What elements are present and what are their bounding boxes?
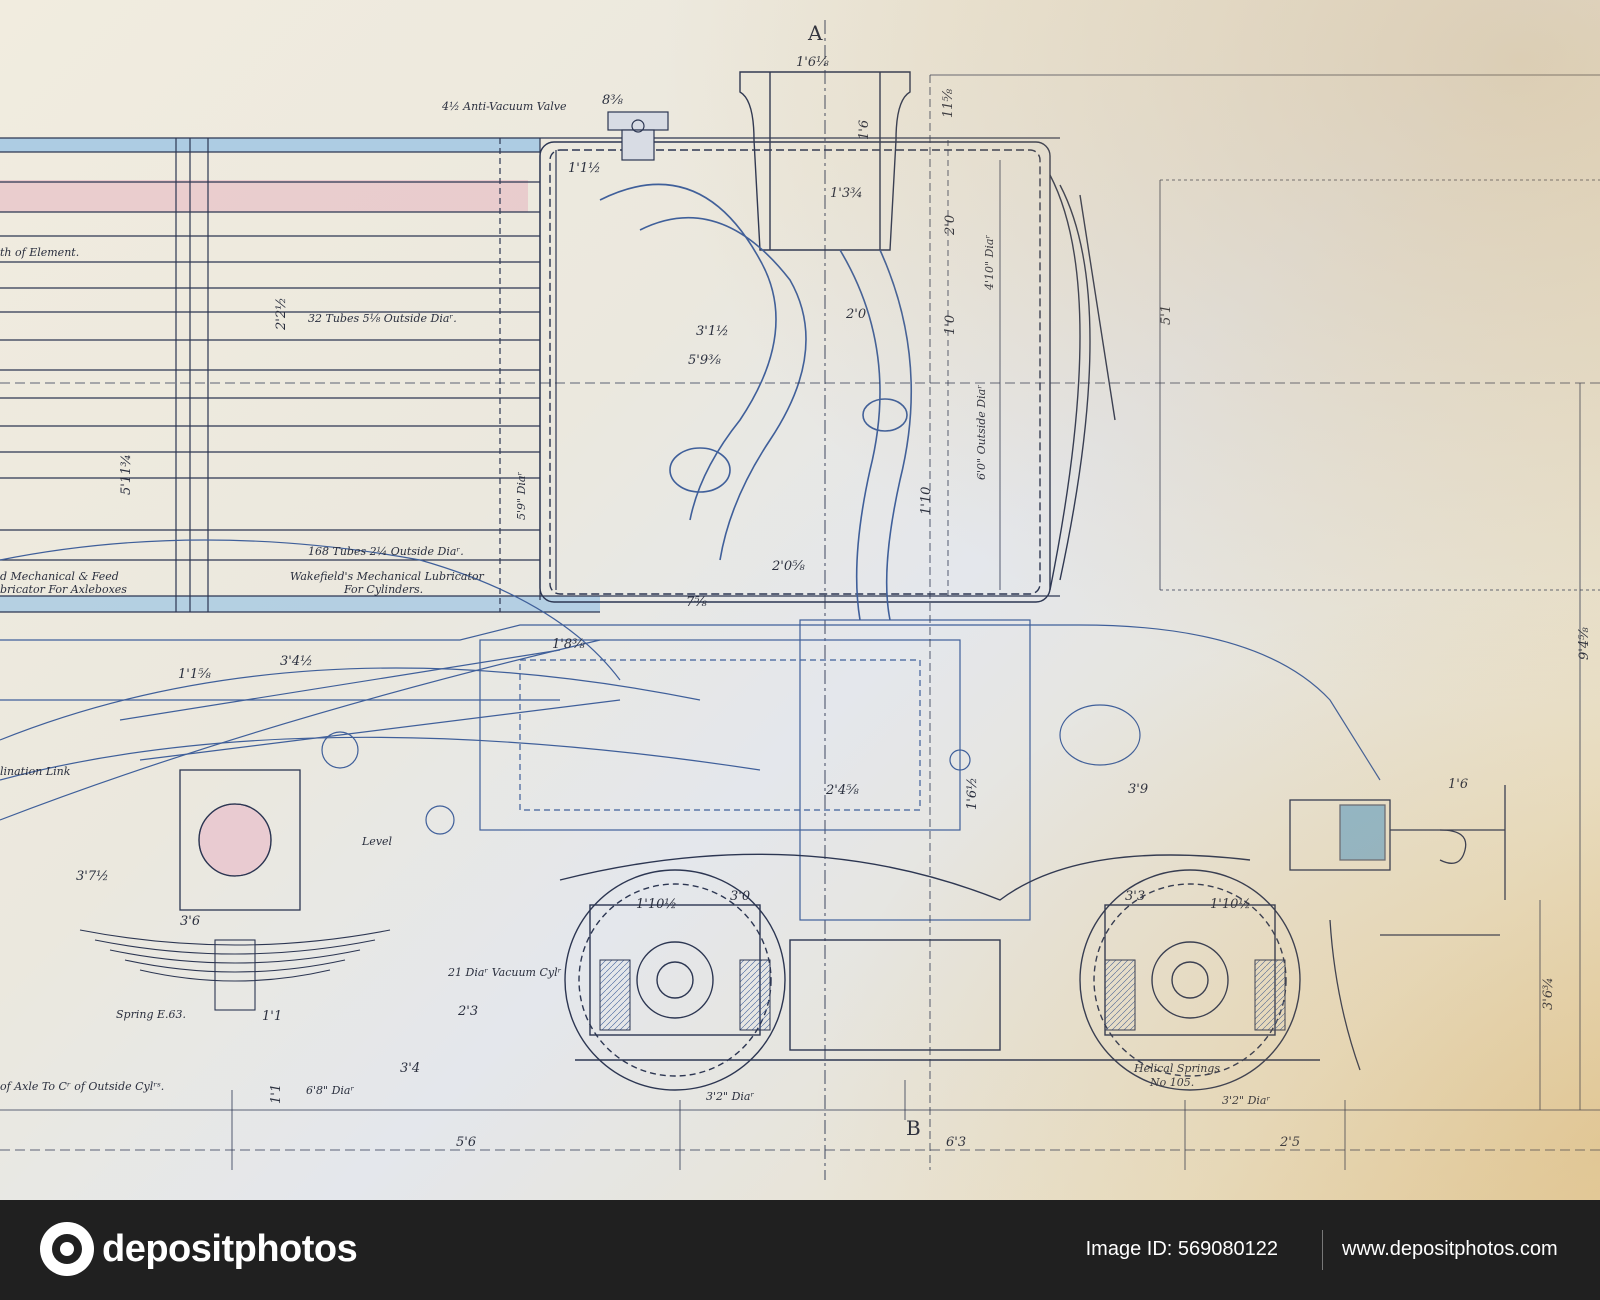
section-a-label: A [807, 21, 823, 45]
depositphotos-logo[interactable]: depositphotos [40, 1222, 358, 1276]
boiler-bottom-tint [0, 596, 600, 612]
dim-6-3: 6'3 [946, 1135, 966, 1150]
boiler-top-tint [0, 138, 540, 152]
dim-5-6: 5'6 [456, 1135, 476, 1150]
dim-1-8: 1'8⅜ [552, 637, 585, 652]
dim-1-10-wheel-b: 1'10½ [1210, 897, 1251, 912]
note-anti-vacuum-valve: 4½ Anti-Vacuum Valve [441, 100, 567, 113]
dim-2-2: 2'2½ [274, 297, 289, 331]
note-tubes-168: 168 Tubes 2¼ Outside Diaʳ. [308, 545, 464, 558]
dim-1-1-2: 1'1½ [568, 161, 601, 176]
note-vacuum-cylinder: 21 Diaʳ Vacuum Cylʳ [447, 966, 562, 979]
dim-1-1-vert: 1'1 [269, 1084, 284, 1104]
laminated-spring [79, 929, 391, 1011]
note-helical-springs-number: No 105. [1149, 1076, 1194, 1089]
smokebox [539, 141, 1116, 603]
dim-1-0: 1'0 [943, 315, 958, 335]
superheater-tint [0, 180, 528, 212]
note-length-of-element: th of Element. [0, 246, 79, 259]
logo-wordmark: depositphotos [102, 1227, 358, 1270]
dim-3-6: 3'6 [180, 914, 200, 929]
axlebox-left [179, 769, 301, 911]
boiler-tubes [0, 137, 1060, 613]
note-mech-lubricator: d Mechanical & Feed [0, 570, 119, 583]
dim-1-3-4: 1'3¾ [830, 186, 863, 201]
dim-3-7: 3'7½ [76, 869, 109, 884]
image-id-text: Image ID: 569080122 [1085, 1238, 1278, 1260]
dim-3-6-4: 3'6¾ [1541, 977, 1556, 1010]
dim-3-1-half: 3'1½ [696, 324, 729, 339]
dim-3-3: 3'3 [1125, 889, 1145, 904]
dim-1-1-5: 1'1⅝ [178, 667, 211, 682]
note-helical-springs: Helical Springs [1133, 1062, 1220, 1075]
dim-1-10: 1'10 [919, 487, 934, 515]
dim-5-11-3-4: 5'11¾ [119, 454, 134, 495]
dim-9-4: 9'4⅝ [1577, 627, 1592, 660]
helical-springs [599, 959, 1286, 1031]
steam-pipe [599, 183, 913, 621]
dim-3-4: 3'4½ [280, 654, 313, 669]
dim-2-4: 2'4⅝ [825, 783, 859, 798]
dim-11-5-8: 11⅝ [941, 88, 956, 118]
blueprint-svg: A B 4½ Anti-Vacuum Valve th of Element. … [0, 20, 1600, 1180]
buffer-and-coupling [1289, 785, 1506, 1071]
dim-1-6-small: 1'6½ [965, 777, 980, 810]
note-axle-to-cylinder: of Axle To Cʳ of Outside Cylʳˢ. [0, 1080, 164, 1093]
note-inclination-link: lination Link [0, 765, 71, 778]
camera-lens-icon [40, 1222, 94, 1276]
bogie-wheels [559, 853, 1320, 1091]
stock-footer: depositphotos Image ID: 569080122 www.de… [0, 1200, 1600, 1300]
dimension-lines [0, 74, 1600, 1170]
dim-2-0-horiz: 2'0 [845, 307, 866, 322]
note-tubes-32: 32 Tubes 5⅛ Outside Diaʳ. [308, 312, 457, 325]
note-dia-5-9: 5'9" Diaʳ [515, 472, 528, 520]
dim-1-10-wheel: 1'10½ [636, 897, 677, 912]
note-spring: Spring E.63. [116, 1008, 186, 1021]
note-dia-3-2-b: 3'2" Diaʳ [1222, 1094, 1270, 1107]
note-axlebox-lubricator: bricator For Axleboxes [0, 583, 127, 596]
dim-2-0-5-8: 2'0⅝ [771, 559, 805, 574]
section-b-label: B [906, 1116, 921, 1140]
chimney [739, 20, 911, 1180]
note-wakefield-lubricator: Wakefield's Mechanical Lubricator [290, 570, 485, 583]
note-dia-3-2-a: 3'2" Diaʳ [706, 1090, 754, 1103]
blueprint-drawing: A B 4½ Anti-Vacuum Valve th of Element. … [0, 0, 1600, 1200]
dim-5-9-3-8: 5'9⅜ [688, 353, 721, 368]
note-outside-dia-6-0: 6'0" Outside Diaʳ [975, 385, 988, 480]
dim-1-6-vert: 1'6 [857, 120, 872, 140]
note-dia-4-10: 4'10" Diaʳ [983, 235, 996, 291]
anti-vacuum-valve [607, 111, 669, 161]
site-url-link[interactable]: www.depositphotos.com [1342, 1238, 1558, 1260]
dim-8-3-8: 8⅜ [602, 93, 623, 108]
dim-2-3: 2'3 [457, 1004, 478, 1019]
dim-5-1: 5'1 [1159, 305, 1174, 325]
frames-and-motion [0, 539, 1381, 921]
footer-divider [1322, 1230, 1323, 1270]
note-for-cylinders: For Cylinders. [343, 583, 423, 596]
dim-7-5-8: 7⅝ [686, 595, 707, 610]
dim-2-0-vert: 2'0 [943, 215, 958, 236]
note-dia-6-8: 6'8" Diaʳ [306, 1084, 354, 1097]
dim-2-5: 2'5 [1279, 1135, 1300, 1150]
dim-3-4-b: 3'4 [400, 1061, 420, 1076]
dim-3-0: 3'0 [730, 889, 750, 904]
note-level: Level [361, 835, 393, 848]
dim-3-9: 3'9 [1128, 782, 1148, 797]
dim-1-6-top: 1'6⅛ [796, 55, 829, 70]
dim-1-1: 1'1 [262, 1009, 282, 1024]
dim-1-6-right: 1'6 [1448, 777, 1468, 792]
